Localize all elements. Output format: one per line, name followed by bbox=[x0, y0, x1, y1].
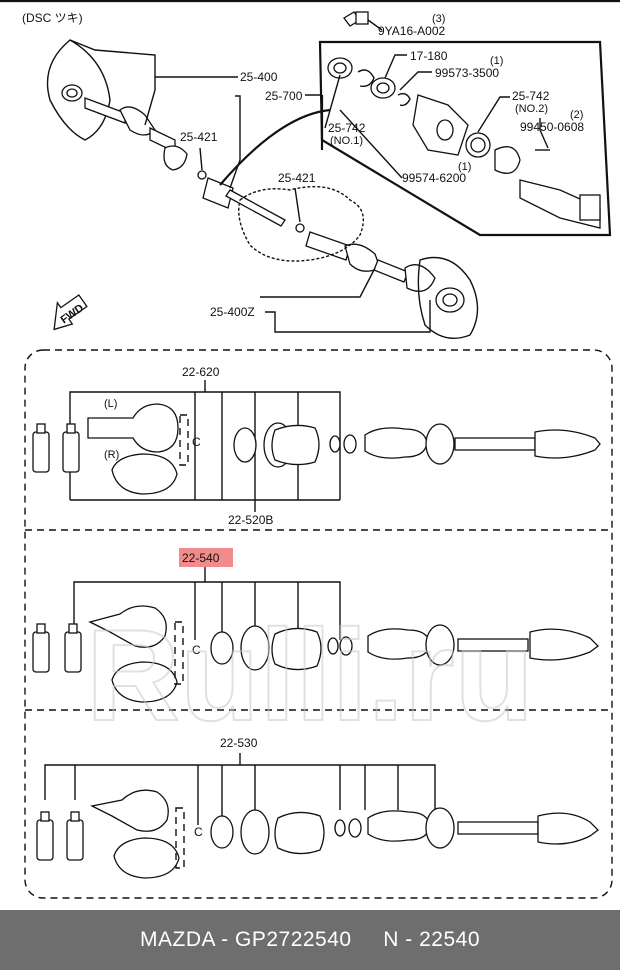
label-snap: 99574-6200 bbox=[402, 171, 466, 185]
label-bolt2: 99450-0608 bbox=[520, 120, 584, 134]
section-22-540: C bbox=[32, 567, 599, 703]
section1-bottom: 22-520B bbox=[228, 513, 273, 527]
top-assembly bbox=[46, 11, 612, 339]
options-frame bbox=[24, 349, 613, 899]
svg-text:C: C bbox=[192, 643, 201, 657]
label-seal-no2: 25-742 bbox=[512, 89, 550, 103]
footer-bar: MAZDA - GP2722540 N - 22540 bbox=[0, 910, 620, 970]
label-boot-outer: 25-421 bbox=[278, 171, 316, 185]
section-22-620: C bbox=[32, 380, 601, 512]
header-note: (DSC ツキ) bbox=[22, 11, 83, 25]
label-bearing: 17-180 bbox=[410, 49, 448, 63]
label-shaft-z: 25-400Z bbox=[210, 305, 255, 319]
section1-title: 22-620 bbox=[182, 365, 220, 379]
parts-diagram: (DSC ツキ) bbox=[0, 0, 620, 899]
section1-right-tag: (R) bbox=[104, 449, 119, 461]
section-22-530: C bbox=[36, 753, 599, 879]
label-bearing-qty: (1) bbox=[490, 55, 503, 67]
footer-part-number: MAZDA - GP2722540 N - 22540 bbox=[140, 928, 480, 951]
label-clip: 99573-3500 bbox=[435, 66, 499, 80]
label-boot-inner: 25-421 bbox=[180, 130, 218, 144]
label-bolt2-qty: (2) bbox=[570, 109, 583, 121]
section3-title: 22-530 bbox=[220, 736, 258, 750]
label-seal-no1: 25-742 bbox=[328, 121, 366, 135]
section2-highlight bbox=[179, 548, 233, 567]
label-bolt-qty: (3) bbox=[432, 13, 445, 25]
label-seal-no2-note: (NO.2) bbox=[515, 103, 548, 115]
label-kit: 25-700 bbox=[265, 89, 303, 103]
label-shaft-assy: 25-400 bbox=[240, 70, 278, 84]
label-seal-no1-note: (NO.1) bbox=[330, 135, 363, 147]
section1-left-tag: (L) bbox=[104, 398, 117, 410]
svg-text:C: C bbox=[192, 435, 201, 449]
section2-title: 22-540 bbox=[182, 551, 220, 565]
svg-text:C: C bbox=[194, 825, 203, 839]
label-snap-qty: (1) bbox=[458, 161, 471, 173]
label-bolt-part: 9YA16-A002 bbox=[378, 24, 445, 38]
